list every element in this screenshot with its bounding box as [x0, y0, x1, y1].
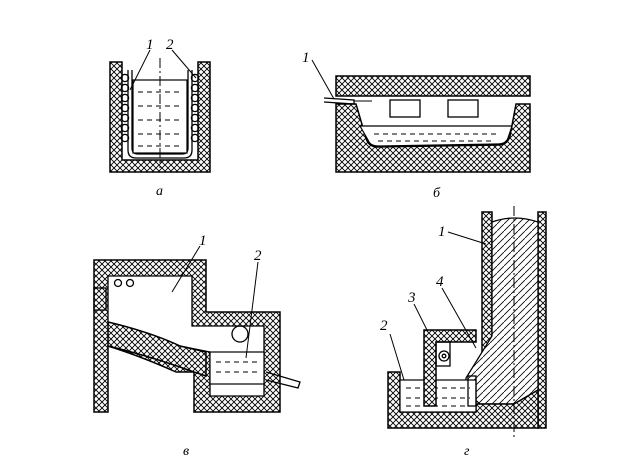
panel-a-inductor-coil: [120, 73, 200, 143]
panel-b-roof: [335, 75, 531, 97]
panel-v-label-2: 2: [254, 248, 262, 264]
panel-b-heater-right: [447, 99, 479, 118]
panel-b-heater-left: [389, 99, 421, 118]
panel-a-caption: а: [156, 184, 163, 199]
panel-v-molten-metal: [209, 351, 265, 385]
panel-v-label-1: 1: [199, 233, 207, 249]
panel-g-molten-metal: [399, 379, 477, 413]
panel-g-caption: г: [464, 444, 470, 459]
panel-g-label-2: 2: [380, 318, 388, 334]
panel-a-label-1: 1: [146, 37, 154, 53]
panel-v-caption: в: [183, 444, 189, 459]
panel-g-charge: [465, 217, 539, 405]
panel-g-port: [438, 350, 450, 362]
panel-a-label-2: 2: [166, 37, 174, 53]
panel-a: 1 2 а: [109, 37, 211, 199]
panel-g-label-3: 3: [407, 290, 416, 306]
panel-g: 1 2 3 4 г: [380, 206, 547, 459]
panel-v: 1 2 в: [93, 233, 301, 459]
panel-g-label-4: 4: [436, 274, 444, 290]
panel-a-refractory-wall: [109, 61, 211, 173]
panel-b-molten-metal: [358, 125, 513, 147]
panel-b: 1 б: [302, 50, 531, 201]
panel-g-label-1: 1: [438, 224, 446, 240]
panel-b-hearth: [335, 103, 531, 173]
panel-b-caption: б: [433, 186, 441, 201]
panel-b-label-1: 1: [302, 50, 310, 66]
panel-v-hearth-slope: [107, 321, 207, 378]
panel-v-roller: [231, 325, 249, 343]
